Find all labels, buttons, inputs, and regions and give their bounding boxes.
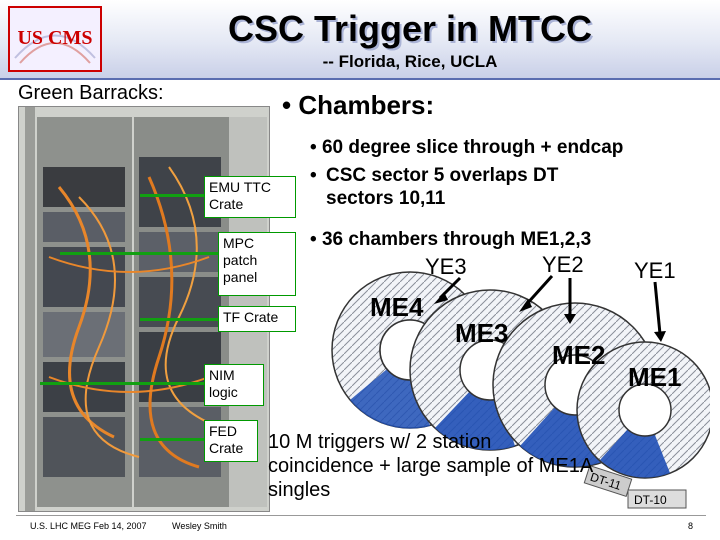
ye1-label: YE1 xyxy=(634,258,676,283)
nim-logic-label: NIM logic xyxy=(204,364,264,406)
arrow-nim xyxy=(40,382,204,385)
arrow-fed xyxy=(140,438,204,441)
arrow-mpc xyxy=(60,252,218,255)
me1-disk xyxy=(576,341,710,479)
tf-crate-label: TF Crate xyxy=(218,306,296,332)
me1-label: ME1 xyxy=(628,362,681,392)
slide-title: CSC Trigger in MTCC xyxy=(227,8,592,49)
footer-venue: U.S. LHC MEG Feb 14, 2007 xyxy=(30,521,147,531)
dt-11-box xyxy=(583,465,633,497)
arrow-emu-ttc xyxy=(140,194,204,197)
chambers-heading: • Chambers: xyxy=(282,90,435,120)
emu-ttc-crate-label: EMU TTC Crate xyxy=(204,176,296,218)
me4-label: ME4 xyxy=(370,292,424,322)
slide-subtitle: -- Florida, Rice, UCLA xyxy=(322,52,498,71)
logo-text: US CMS xyxy=(17,27,92,49)
me3-label: ME3 xyxy=(455,318,508,348)
footer-divider xyxy=(16,515,706,516)
bullet-1-text: 60 degree slice through + endcap xyxy=(321,137,624,158)
arrow-tf xyxy=(140,318,220,321)
bullet-3: • 36 chambers through ME1,2,3 xyxy=(310,229,592,250)
footer-author: Wesley Smith xyxy=(172,521,227,531)
ye2-label: YE2 xyxy=(542,252,584,277)
dt-10-label: DT-10 xyxy=(634,493,667,507)
green-barracks-label: Green Barracks: xyxy=(18,82,164,104)
bullet-2: •CSC sector 5 overlaps DT sectors 10,11 xyxy=(310,164,630,210)
uscms-logo: US CMS xyxy=(8,6,102,72)
bullet-3-text: 36 chambers through ME1,2,3 xyxy=(321,229,592,250)
mpc-patch-panel-label: MPC patch panel xyxy=(218,232,296,296)
bullet-1: • 60 degree slice through + endcap xyxy=(310,137,624,158)
fed-crate-label: FED Crate xyxy=(204,420,258,462)
ye3-label: YE3 xyxy=(425,254,467,279)
chambers-heading-text: Chambers: xyxy=(298,90,435,120)
me2-label: ME2 xyxy=(552,340,605,370)
title-bar xyxy=(0,0,720,80)
bullet-2-text: CSC sector 5 overlaps DT sectors 10,11 xyxy=(326,165,559,209)
triggers-text: 10 M triggers w/ 2 station coincidence +… xyxy=(268,431,593,501)
dt-10-box xyxy=(627,489,687,509)
endcap-diagram: DT-11 DT-10 YE3 YE2 YE1 ME4 ME3 ME2 ME1 xyxy=(331,252,710,509)
footer-page-number: 8 xyxy=(688,521,694,531)
